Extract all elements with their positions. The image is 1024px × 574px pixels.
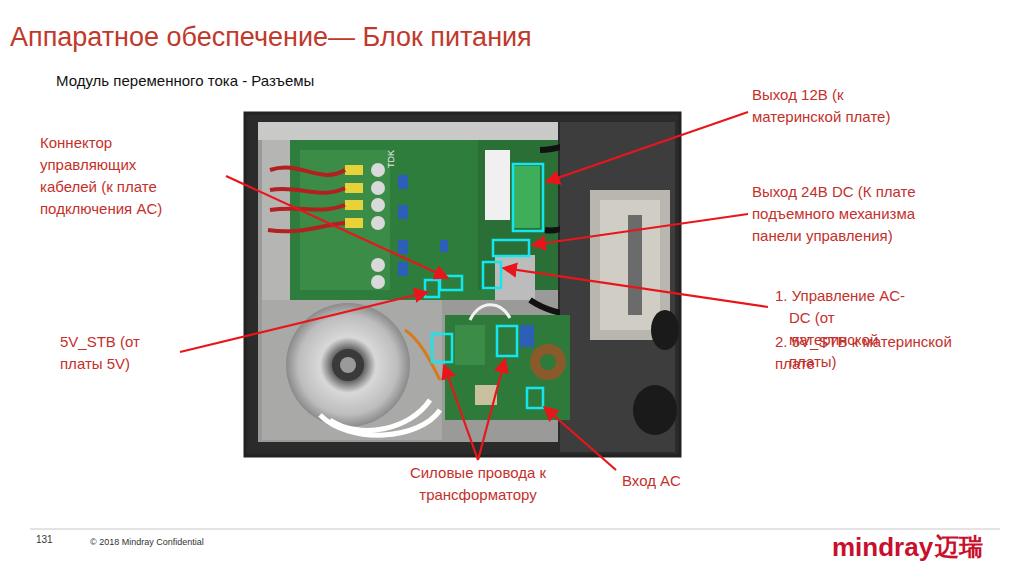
page-number: 131 xyxy=(36,533,76,547)
confidential-note: © 2018 Mindray Confidential xyxy=(90,535,290,549)
callout-text: Выход 24В DC (К плате подъемного механиз… xyxy=(752,181,932,247)
callout-text: Коннектор управляющих кабелей (к плате п… xyxy=(40,132,190,220)
leader-line xyxy=(180,112,768,470)
board-marking: TDK xyxy=(384,138,398,168)
callout-text: 5V_STB (от платы 5V) xyxy=(60,331,175,375)
callout-text: 2. 5V_STB к материнской плате xyxy=(775,331,965,375)
connector-highlight xyxy=(425,164,543,408)
footer-rule xyxy=(30,529,1000,530)
slide-title: Аппаратное обеспечение— Блок питания xyxy=(10,20,650,54)
callout-text: Выход 12В (к материнской плате) xyxy=(752,84,902,128)
logo-text: mindray xyxy=(832,531,942,563)
callout-text: Вход AC xyxy=(622,470,712,492)
logo-text: 迈瑞 xyxy=(935,531,1005,563)
subtitle: Модуль переменного тока - Разъемы xyxy=(56,70,456,92)
callout-text: Силовые провода к трансформатору xyxy=(398,462,558,506)
